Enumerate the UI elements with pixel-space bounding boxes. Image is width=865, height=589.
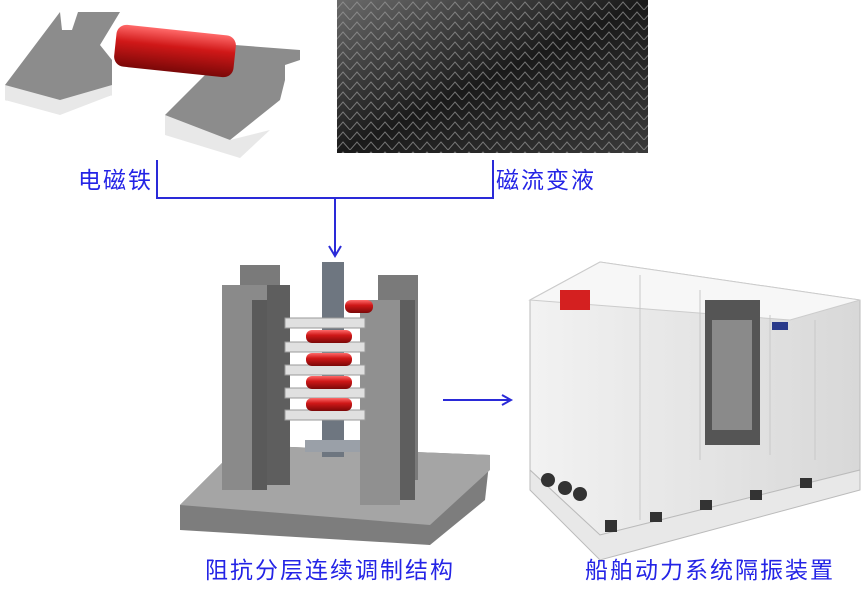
merge-connector (156, 160, 494, 258)
electromagnet-label: 电磁铁 (78, 168, 153, 194)
marine-isolation-device-image (528, 261, 861, 561)
mr-fluid-label: 磁流变液 (496, 168, 596, 194)
mr-fluid-image (337, 0, 648, 153)
electromagnet-image (5, 12, 300, 158)
impedance-structure-label: 阻抗分层连续调制结构 (205, 558, 455, 584)
impedance-structure-image (180, 262, 490, 545)
marine-isolator-label: 船舶动力系统隔振装置 (585, 558, 835, 584)
right-arrow (443, 394, 514, 406)
